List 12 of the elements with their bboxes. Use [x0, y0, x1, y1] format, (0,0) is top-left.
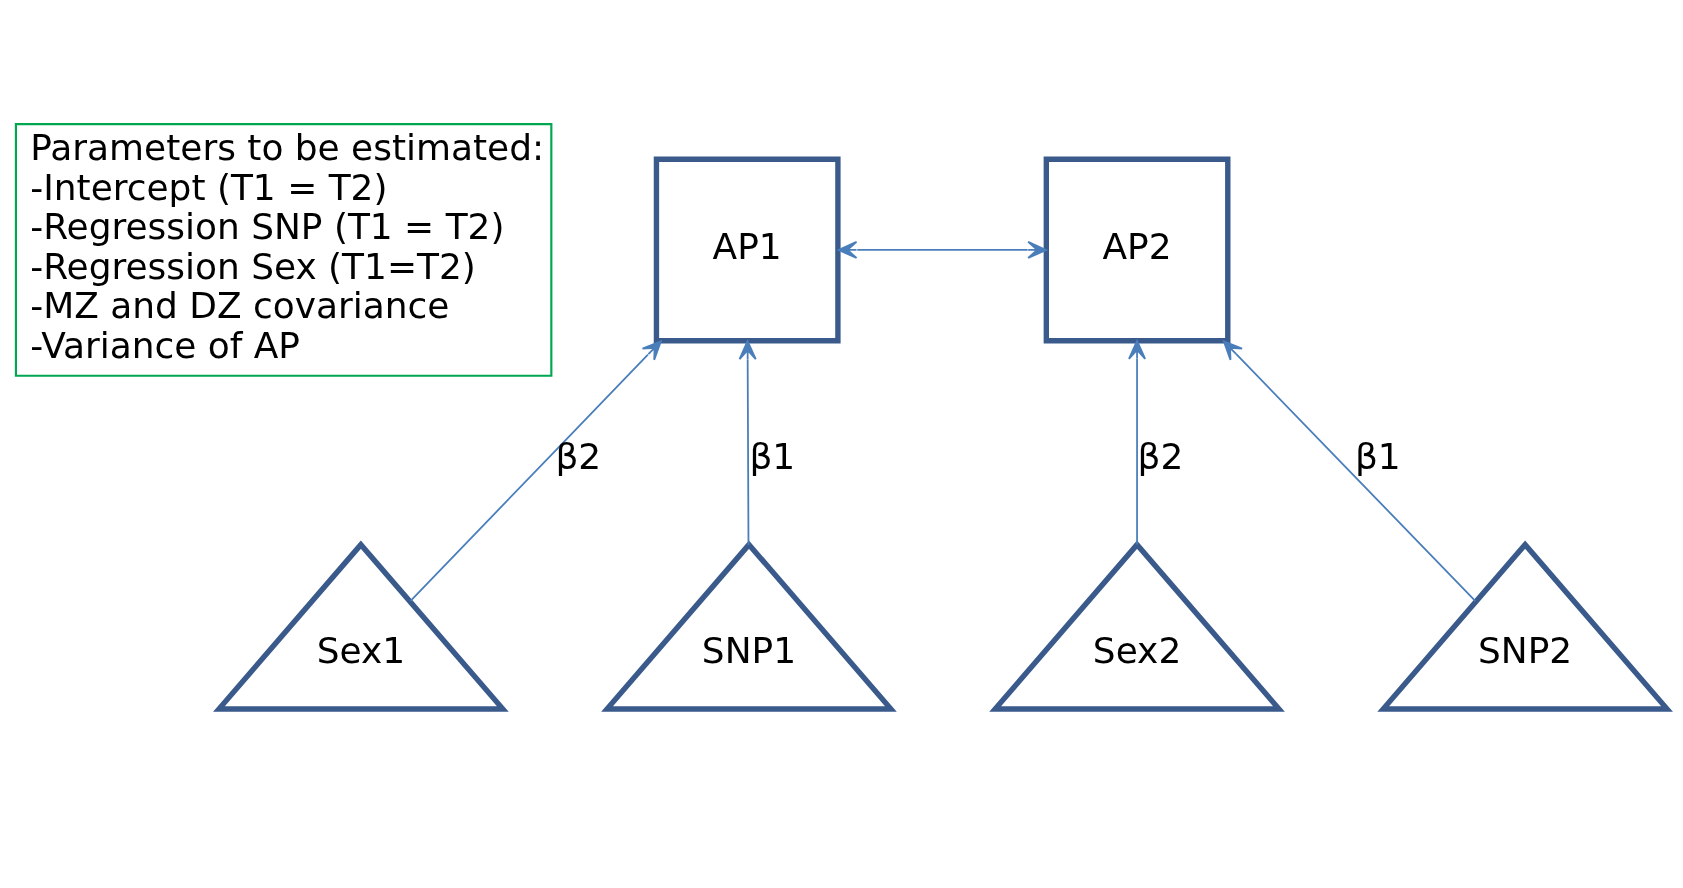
arrow: [837, 240, 1047, 259]
arrow: [409, 340, 662, 602]
node-box: AP1: [653, 156, 841, 344]
arrow: [1222, 340, 1477, 602]
arrow: [738, 340, 757, 546]
edge-label: β2: [555, 436, 602, 478]
edge-label: β1: [1354, 436, 1401, 478]
edge-label: β1: [749, 436, 796, 478]
node-box: AP2: [1043, 156, 1231, 344]
node-box: Parameters to be estimated: -Intercept (T1 = T2) -Regression SNP (T1 = T2) -Regression Sex (T1=T2) -MZ and DZ covariance -Variance of AP: [14, 123, 553, 377]
edge-label: β2: [1137, 436, 1184, 478]
arrow: [1128, 340, 1147, 546]
